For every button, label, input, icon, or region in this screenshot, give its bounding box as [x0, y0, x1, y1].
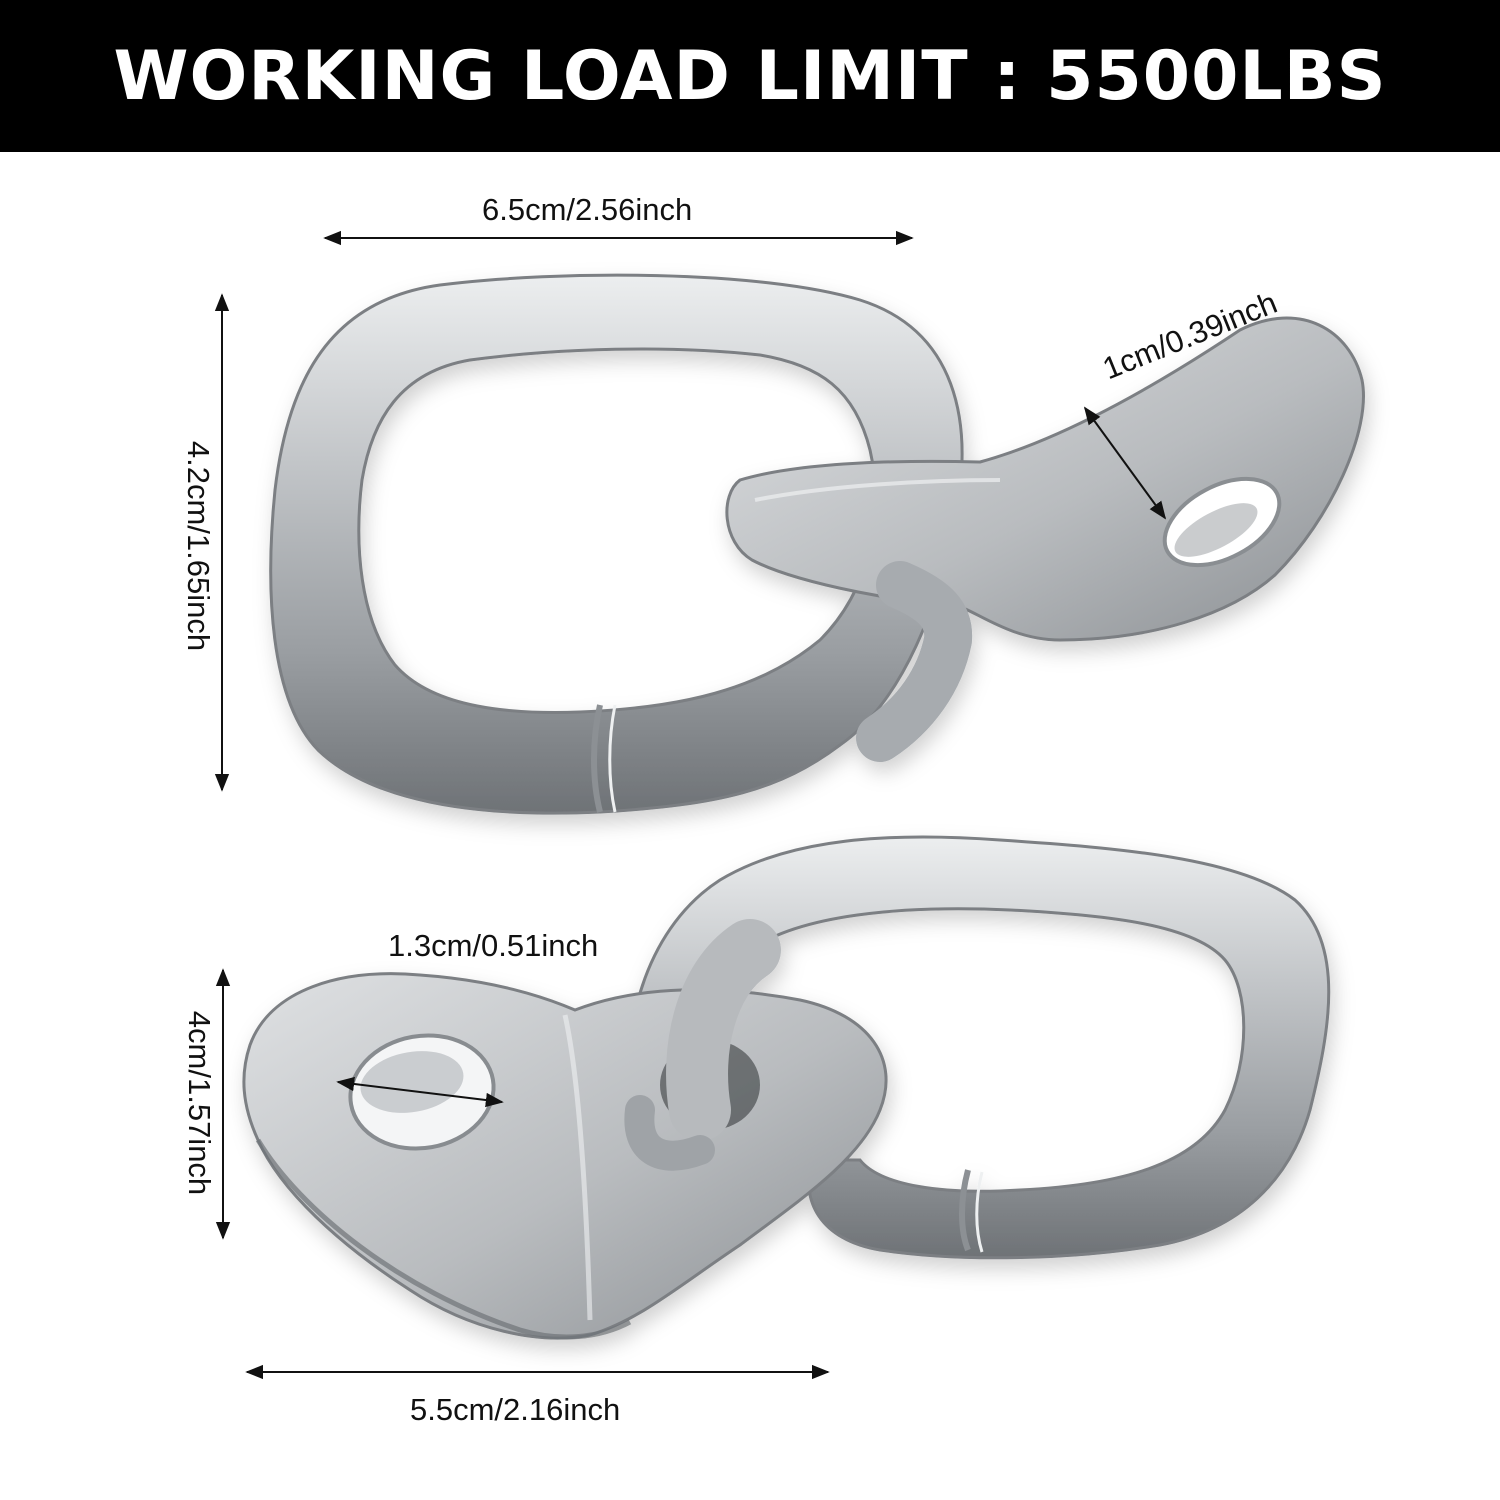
- top-height-label: 4.2cm/1.65inch: [181, 440, 216, 652]
- bottom-width-label: 5.5cm/2.16inch: [410, 1392, 621, 1427]
- bottom-height-label: 4cm/1.57inch: [182, 1010, 217, 1196]
- top-d-ring-assembly: [269, 273, 1365, 815]
- working-load-limit-title: WORKING LOAD LIMIT : 5500LBS: [113, 36, 1387, 116]
- title-banner: WORKING LOAD LIMIT : 5500LBS: [0, 0, 1500, 152]
- bottom-hole-label: 1.3cm/0.51inch: [388, 928, 599, 963]
- bottom-hole-arrow: [336, 1076, 504, 1108]
- top-width-label: 6.5cm/2.56inch: [482, 192, 693, 227]
- top-thickness-arrow: [1083, 406, 1167, 520]
- top-mounting-plate: [725, 316, 1365, 642]
- top-oval-link: [269, 273, 964, 815]
- bottom-mounting-plate: [242, 972, 888, 1340]
- bottom-d-ring-assembly: [242, 835, 1331, 1340]
